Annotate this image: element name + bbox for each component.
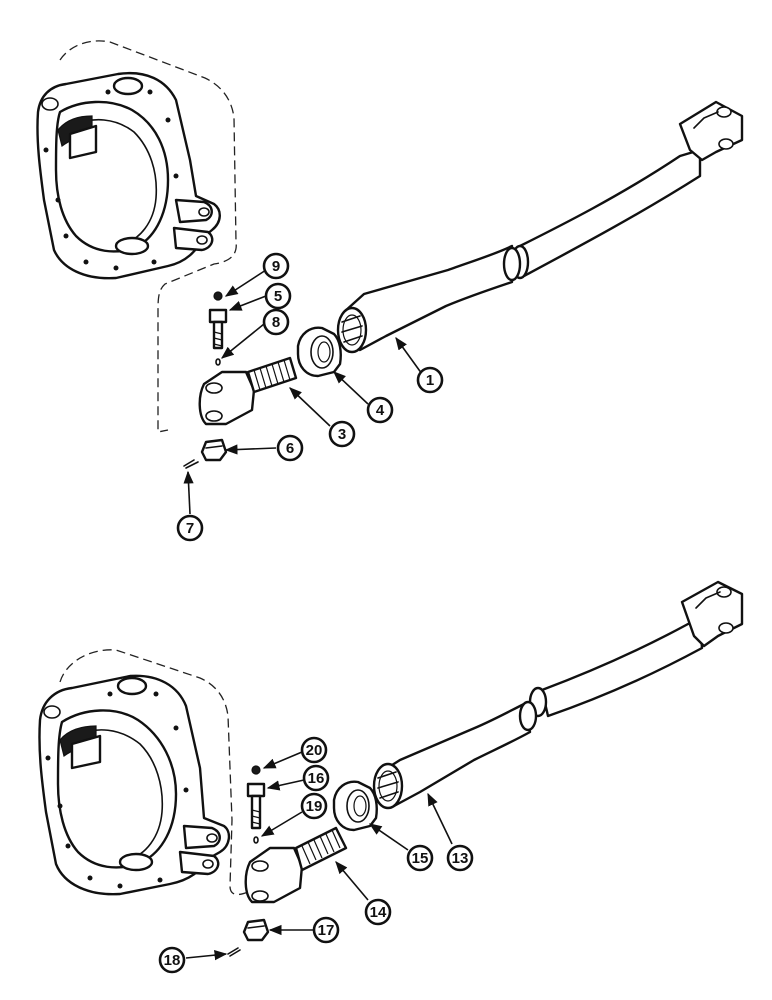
callout-3: 3	[328, 420, 356, 448]
svg-text:4: 4	[376, 402, 385, 419]
callout-9: 9	[262, 252, 290, 280]
lower-small-pin	[253, 836, 259, 844]
lower-castle-nut	[242, 918, 270, 942]
callout-8: 8	[262, 308, 290, 336]
upper-castle-nut	[200, 438, 228, 462]
lower-tie-rod-end	[244, 826, 348, 904]
upper-tie-rod-tube	[336, 100, 744, 354]
svg-text:1: 1	[426, 372, 434, 389]
lower-steering-knuckle	[38, 674, 231, 896]
lower-bolt	[246, 782, 266, 830]
svg-text:20: 20	[306, 742, 323, 759]
svg-text:19: 19	[306, 798, 323, 815]
svg-text:3: 3	[338, 426, 346, 443]
upper-steering-knuckle	[36, 71, 221, 280]
svg-text:17: 17	[318, 922, 335, 939]
lower-assembly: 20 16 19 14 15 13 17 18	[38, 580, 744, 974]
lower-tie-rod-tube	[372, 580, 744, 810]
upper-jam-nut	[296, 326, 342, 378]
callout-6: 6	[276, 434, 304, 462]
callout-20: 20	[300, 736, 328, 764]
svg-text:8: 8	[272, 314, 280, 331]
callout-15: 15	[406, 844, 434, 872]
upper-housing-phantom-outline	[59, 40, 237, 433]
callout-4: 4	[366, 396, 394, 424]
callout-1: 1	[416, 366, 444, 394]
lower-housing-phantom-outline	[59, 649, 249, 896]
lower-jam-nut	[332, 780, 378, 832]
svg-text:18: 18	[164, 952, 181, 969]
svg-text:13: 13	[452, 850, 469, 867]
svg-text:14: 14	[370, 904, 387, 921]
upper-washer	[213, 291, 223, 301]
callout-7: 7	[176, 514, 204, 542]
svg-text:9: 9	[272, 258, 280, 275]
callout-17: 17	[312, 916, 340, 944]
lower-washer	[251, 765, 261, 775]
callout-18: 18	[158, 946, 186, 974]
callout-5: 5	[264, 282, 292, 310]
upper-assembly: 9 5 8 3 4 1 6 7	[36, 40, 744, 542]
svg-text:15: 15	[412, 850, 429, 867]
upper-tie-rod-end	[198, 356, 298, 426]
upper-bolt	[208, 308, 228, 350]
lower-cotter-pin	[227, 947, 241, 957]
callout-13: 13	[446, 844, 474, 872]
upper-cotter-pin	[183, 459, 199, 469]
callout-19: 19	[300, 792, 328, 820]
upper-small-pin	[215, 358, 221, 366]
svg-text:5: 5	[274, 288, 282, 305]
callout-16: 16	[302, 764, 330, 792]
callout-14: 14	[364, 898, 392, 926]
svg-text:6: 6	[286, 440, 294, 457]
svg-text:7: 7	[186, 520, 194, 537]
svg-text:16: 16	[308, 770, 325, 787]
